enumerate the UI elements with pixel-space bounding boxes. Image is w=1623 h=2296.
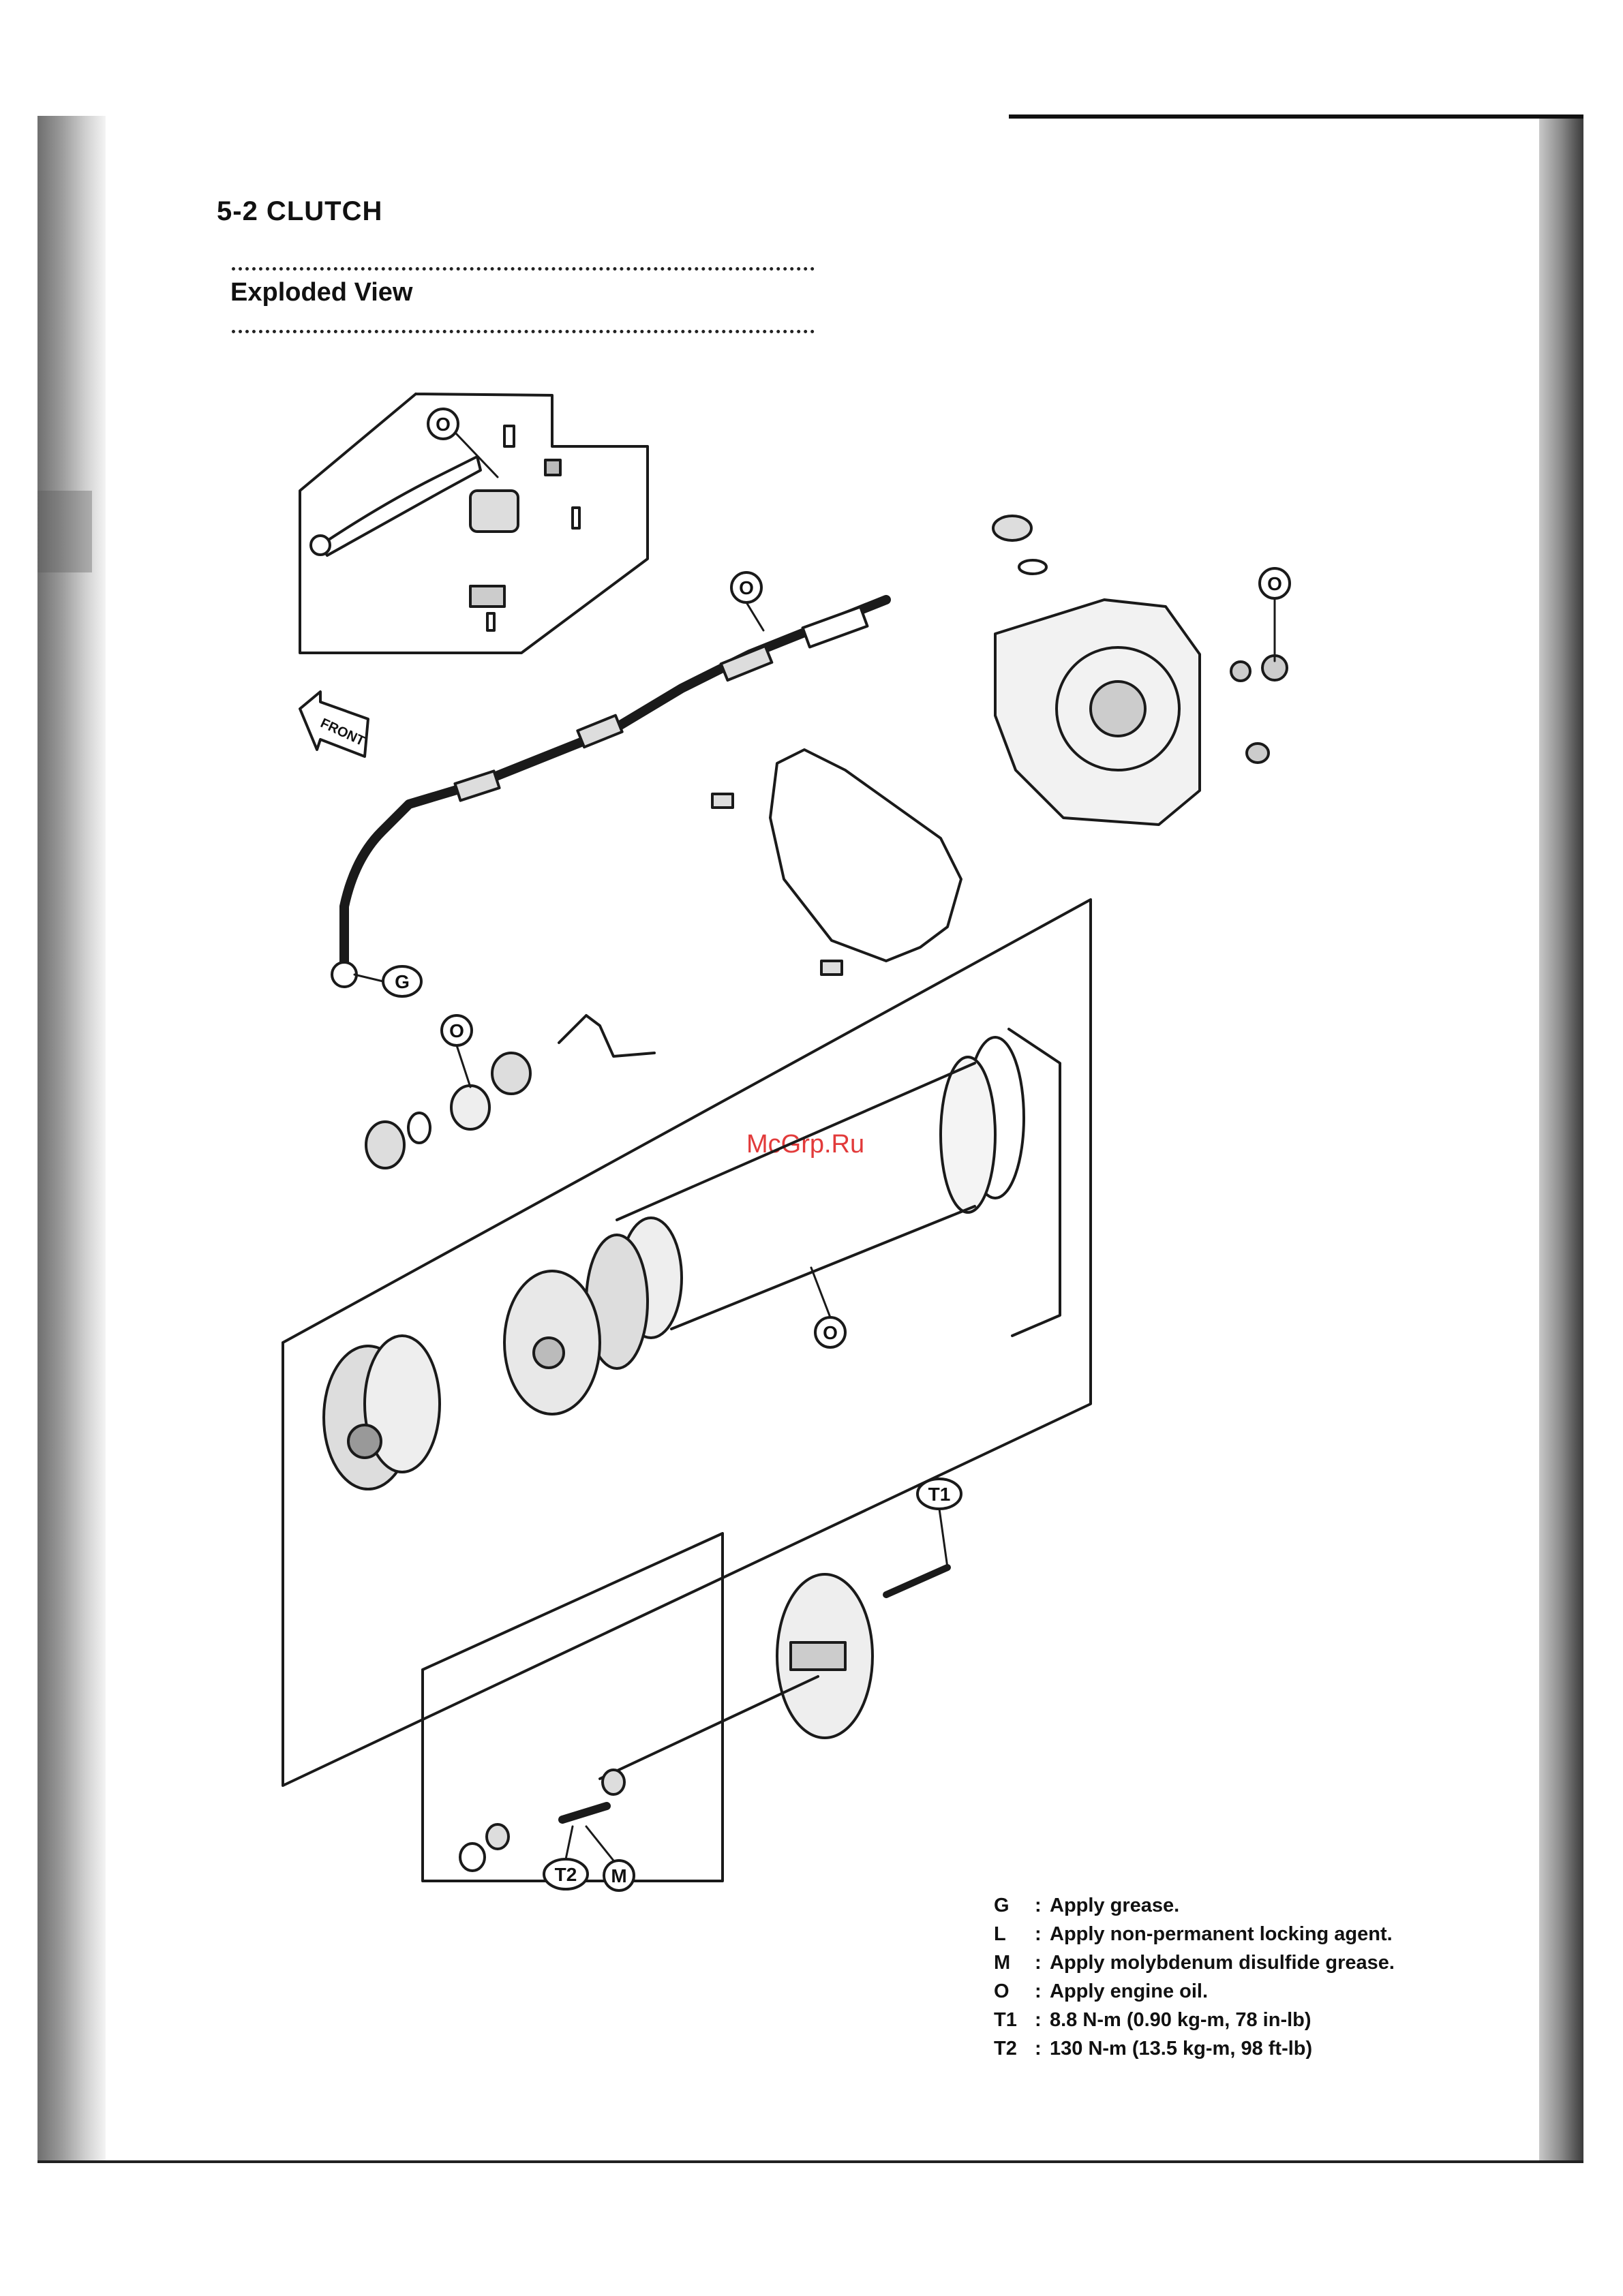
pressure-plate [460, 1567, 947, 1871]
legend-row-m: M : Apply molybdenum disulfide grease. [994, 1948, 1395, 1977]
legend-key: M [994, 1948, 1035, 1977]
release-parts [366, 1015, 654, 1168]
exploded-view-diagram: O O O G O O T1 T2 M FRONT [259, 382, 1486, 1901]
callout-spring-bolt-torque: T1 [928, 1484, 951, 1505]
clutch-plates [504, 1029, 1060, 1414]
legend-row-o: O : Apply engine oil. [994, 1977, 1395, 2006]
legend-text: Apply non-permanent locking agent. [1050, 1920, 1393, 1948]
legend-key: O [994, 1977, 1035, 2006]
cover-gasket [712, 750, 961, 975]
callout-pushrod-moly: M [611, 1865, 626, 1886]
section-title: 5-2 CLUTCH [217, 196, 382, 227]
legend: G : Apply grease. L : Apply non-permanen… [994, 1891, 1395, 2063]
callout-hub-nut-torque: T2 [555, 1864, 577, 1885]
legend-text: 130 N-m (13.5 kg-m, 98 ft-lb) [1050, 2034, 1312, 2063]
legend-row-g: G : Apply grease. [994, 1891, 1395, 1920]
legend-text: Apply molybdenum disulfide grease. [1050, 1948, 1395, 1977]
legend-row-t1: T1 : 8.8 N-m (0.90 kg-m, 78 in-lb) [994, 2006, 1395, 2034]
bottom-rule [37, 2160, 1583, 2163]
legend-text: Apply engine oil. [1050, 1977, 1208, 2006]
dotted-rule-bottom [232, 330, 815, 333]
legend-key: T2 [994, 2034, 1035, 2063]
legend-text: 8.8 N-m (0.90 kg-m, 78 in-lb) [1050, 2006, 1311, 2034]
legend-key: T1 [994, 2006, 1035, 2034]
callout-bearing-oil: O [449, 1020, 464, 1041]
dotted-rule-top [232, 267, 815, 271]
legend-key: L [994, 1920, 1035, 1948]
callout-cable-oil: O [739, 577, 754, 598]
subtitle: Exploded View [230, 278, 412, 307]
page-binding-shadow-left [37, 116, 106, 2160]
clutch-housing [324, 1336, 440, 1489]
callout-lever-oil: O [436, 414, 451, 435]
legend-row-l: L : Apply non-permanent locking agent. [994, 1920, 1395, 1948]
page-binding-shadow-mark [37, 491, 92, 572]
legend-key: G [994, 1891, 1035, 1920]
callout-plates-oil: O [823, 1322, 838, 1343]
callout-cover-oil: O [1267, 573, 1282, 594]
legend-text: Apply grease. [1050, 1891, 1179, 1920]
lever-assembly [300, 394, 648, 653]
clutch-cover [993, 516, 1287, 825]
callout-cable-grease: G [395, 971, 410, 992]
page-binding-shadow-right [1539, 116, 1583, 2160]
legend-row-t2: T2 : 130 N-m (13.5 kg-m, 98 ft-lb) [994, 2034, 1395, 2063]
clutch-cable [332, 600, 886, 987]
top-rule [1009, 114, 1583, 119]
